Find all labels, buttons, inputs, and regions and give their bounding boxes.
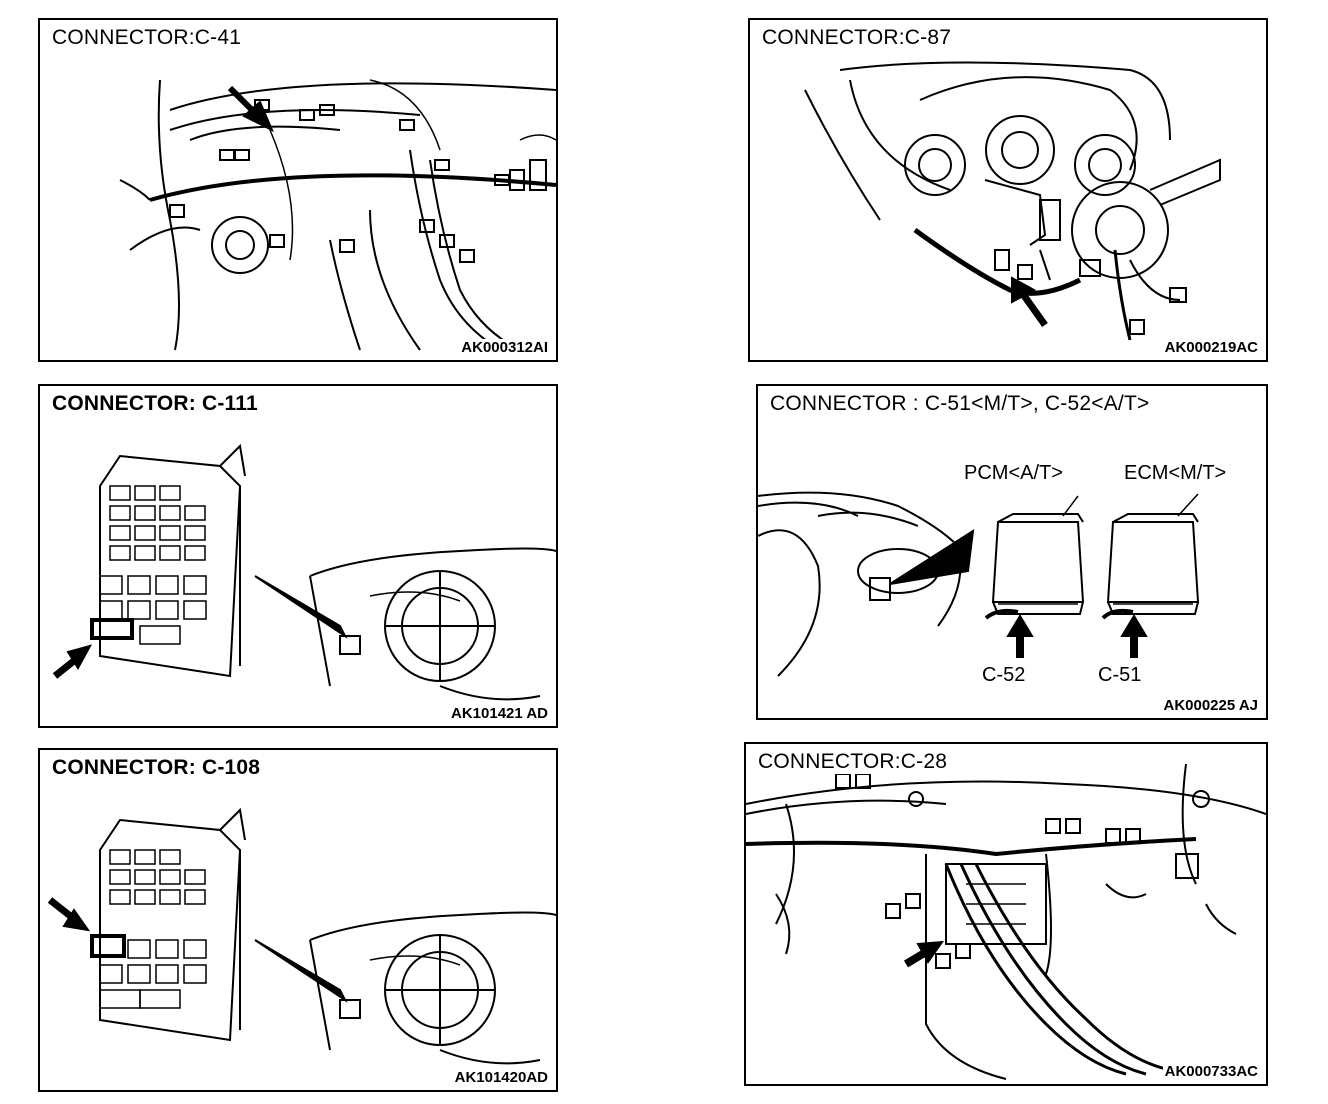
panel-connector-c41: CONNECTOR:C-41 AK000312AI: [38, 18, 558, 362]
c52-label: C-52: [980, 664, 1028, 687]
panel-connector-c87: CONNECTOR:C-87 AK000219AC: [748, 18, 1268, 362]
junction-block-illustration: [47, 807, 556, 1065]
panel-title: CONNECTOR:C-87: [762, 26, 956, 50]
harness-illustration: [746, 763, 1266, 1080]
pcm-ecm-illustration: [758, 491, 1200, 677]
panel-title: CONNECTOR:C-28: [758, 750, 952, 774]
panel-title: CONNECTOR : C-51<M/T>, C-52<A/T>: [770, 392, 1154, 416]
ecm-label: ECM<M/T>: [1122, 462, 1229, 485]
steering-column-illustration: [804, 61, 1221, 341]
panel-title: CONNECTOR:C-41: [52, 26, 246, 50]
figure-code: AK000312AI: [459, 339, 550, 356]
panel-connector-c111: CONNECTOR: C-111 AK101421 AD: [38, 384, 558, 728]
figure-code: AK000219AC: [1162, 339, 1260, 356]
junction-block-illustration: [52, 443, 556, 701]
harness-illustration: [119, 79, 556, 356]
figure-code: AK000225 AJ: [1161, 697, 1260, 714]
panel-connector-c108: CONNECTOR: C-108 AK101420AD: [38, 748, 558, 1092]
panel-title: CONNECTOR: C-108: [52, 756, 265, 780]
figure-code: AK000733AC: [1162, 1063, 1260, 1080]
pcm-label: PCM<A/T>: [962, 462, 1065, 485]
panel-connector-c51-c52: CONNECTOR : C-51<M/T>, C-52<A/T> PCM<A/T…: [756, 384, 1268, 720]
figure-code: AK101420AD: [452, 1069, 550, 1086]
c51-label: C-51: [1096, 664, 1144, 687]
panel-connector-c28: CONNECTOR:C-28 AK000733AC: [744, 742, 1268, 1086]
figure-code: AK101421 AD: [449, 705, 550, 722]
panel-title: CONNECTOR: C-111: [52, 392, 262, 416]
